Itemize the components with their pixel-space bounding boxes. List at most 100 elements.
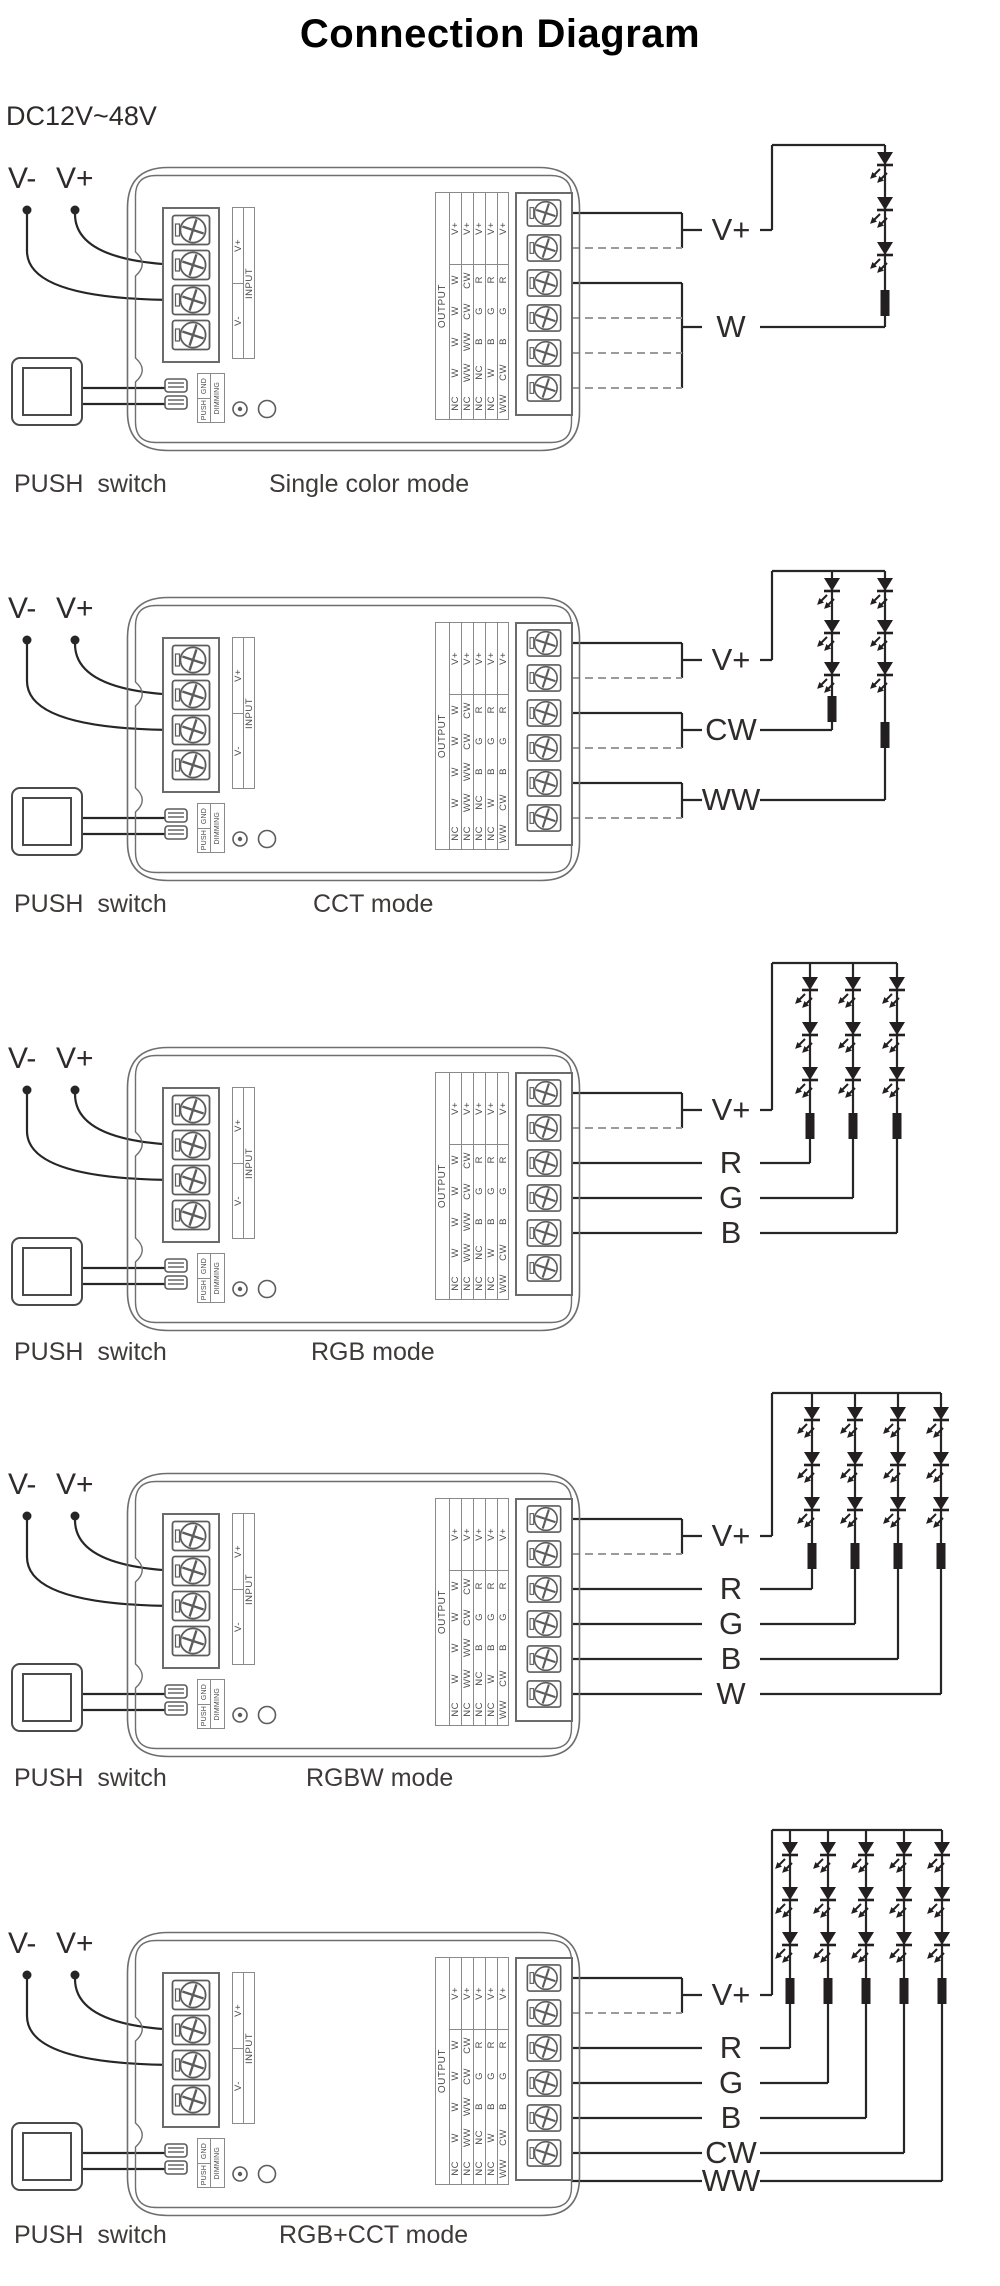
- table-cell: CW: [498, 364, 509, 382]
- table-cell: W: [450, 2102, 461, 2112]
- table-cell: R: [474, 276, 485, 284]
- push-switch[interactable]: [11, 357, 83, 426]
- push-switch-button: [22, 1247, 72, 1296]
- led-icon: [880, 1067, 905, 1100]
- resistor-icon: [848, 1113, 858, 1139]
- screw-terminal: [526, 663, 562, 693]
- screw-terminal: [526, 1504, 562, 1534]
- input-terminal-block: [162, 1972, 220, 2128]
- push-switch[interactable]: [11, 2122, 83, 2191]
- table-cell: V+: [462, 1101, 473, 1115]
- input-label-strip: V+ V- INPUT: [232, 1087, 255, 1239]
- table-cell: NC: [486, 826, 497, 841]
- screw-terminal: [526, 1609, 562, 1639]
- table-cell: NC: [474, 1276, 485, 1291]
- v-plus-label: V+: [56, 1927, 94, 1960]
- v-plus-label: V+: [56, 162, 94, 195]
- table-cell: NC: [474, 365, 485, 381]
- push-switch-button: [22, 367, 72, 416]
- led-icon: [793, 977, 818, 1010]
- table-cell: R: [486, 276, 497, 284]
- channel-label: B: [720, 1641, 742, 1676]
- led-icon: [880, 977, 905, 1010]
- diagram-single-color: V- V+: [0, 143, 1000, 526]
- led-strip: [868, 152, 893, 316]
- screw-terminal: [526, 733, 562, 763]
- table-cell: W: [450, 275, 461, 285]
- resistor-icon: [880, 290, 890, 316]
- channel-label: B: [720, 2100, 742, 2135]
- dimming-label-table: GND PUSH DIMMING: [197, 2138, 225, 2188]
- table-cell: WW: [498, 1700, 509, 1720]
- power-supply-label: DC12V~48V: [6, 101, 157, 131]
- led-icon: [836, 1022, 861, 1055]
- reset-button-icon: [257, 1279, 277, 1299]
- led-icon: [795, 1452, 820, 1485]
- led-icon: [838, 1497, 863, 1530]
- screw-terminal: [526, 628, 562, 658]
- dimming-label-table: GND PUSH DIMMING: [197, 1253, 225, 1303]
- table-cell: WW: [462, 1243, 473, 1263]
- led-indicator-icon: [232, 1707, 248, 1723]
- led-icon: [881, 1407, 906, 1440]
- input-pin-vplus: V+: [232, 1544, 244, 1558]
- mode-caption: RGB+CCT mode: [279, 2221, 469, 2249]
- input-header: INPUT: [244, 697, 255, 729]
- led-icon: [811, 1887, 836, 1920]
- table-cell: G: [486, 737, 497, 745]
- output-terminal-block: [515, 1957, 573, 2181]
- led-icon: [881, 1497, 906, 1530]
- channel-label: CW: [705, 712, 757, 747]
- table-cell: V+: [486, 1101, 497, 1115]
- channel-label: R: [719, 1571, 743, 1606]
- input-header: INPUT: [244, 267, 255, 299]
- table-cell: NC: [462, 396, 473, 411]
- screw-terminal: [526, 1183, 562, 1213]
- channel-label: V+: [711, 642, 751, 677]
- table-cell: WW: [498, 1274, 509, 1294]
- table-cell: NC: [450, 396, 461, 411]
- channel-label: W: [716, 1676, 746, 1711]
- output-header: OUTPUT: [437, 283, 448, 329]
- table-cell: CW: [498, 794, 509, 812]
- dimming-terminals: [164, 1258, 188, 1290]
- push-switch[interactable]: [11, 1237, 83, 1306]
- resistor-icon: [937, 1978, 947, 2004]
- input-header: INPUT: [244, 1147, 255, 1179]
- push-switch-button: [22, 2132, 72, 2181]
- screw-terminal: [526, 2068, 562, 2098]
- table-cell: NC: [462, 2161, 473, 2176]
- output-label-table: OUTPUT V+ W W W W NC V+ CW CW WW WW NC V…: [435, 1072, 509, 1300]
- table-cell: W: [450, 306, 461, 316]
- output-label-table: OUTPUT V+ W W W W NC V+ CW CW WW WW NC V…: [435, 1498, 509, 1726]
- screw-terminal: [526, 233, 562, 263]
- table-cell: V+: [474, 1986, 485, 2000]
- diagram-rgbw: V- V+: [0, 1391, 1000, 1832]
- dimming-pin-push: PUSH: [200, 1706, 208, 1727]
- table-cell: G: [498, 737, 509, 745]
- channel-label: R: [719, 1145, 743, 1180]
- output-terminal-block: [515, 192, 573, 416]
- v-minus-label: V-: [8, 1468, 37, 1501]
- push-switch-caption: PUSH switch: [14, 470, 167, 498]
- screw-terminal: [526, 2033, 562, 2063]
- table-cell: WW: [462, 762, 473, 782]
- push-switch[interactable]: [11, 1663, 83, 1732]
- screw-terminal: [526, 698, 562, 728]
- table-cell: W: [450, 1581, 461, 1591]
- led-icon: [773, 1842, 798, 1875]
- screw-terminal: [526, 1218, 562, 1248]
- screw-terminal: [171, 749, 211, 781]
- status-indicator-and-button: [232, 399, 277, 419]
- screw-terminal: [526, 2138, 562, 2168]
- dimming-terminals: [164, 378, 188, 410]
- led-strip: [793, 977, 905, 1139]
- table-cell: G: [474, 307, 485, 315]
- table-cell: W: [450, 1612, 461, 1622]
- push-switch[interactable]: [11, 787, 83, 856]
- table-cell: G: [474, 1613, 485, 1621]
- led-indicator-icon: [232, 2166, 248, 2182]
- table-cell: R: [474, 706, 485, 714]
- table-cell: WW: [462, 1669, 473, 1689]
- table-cell: G: [486, 2072, 497, 2080]
